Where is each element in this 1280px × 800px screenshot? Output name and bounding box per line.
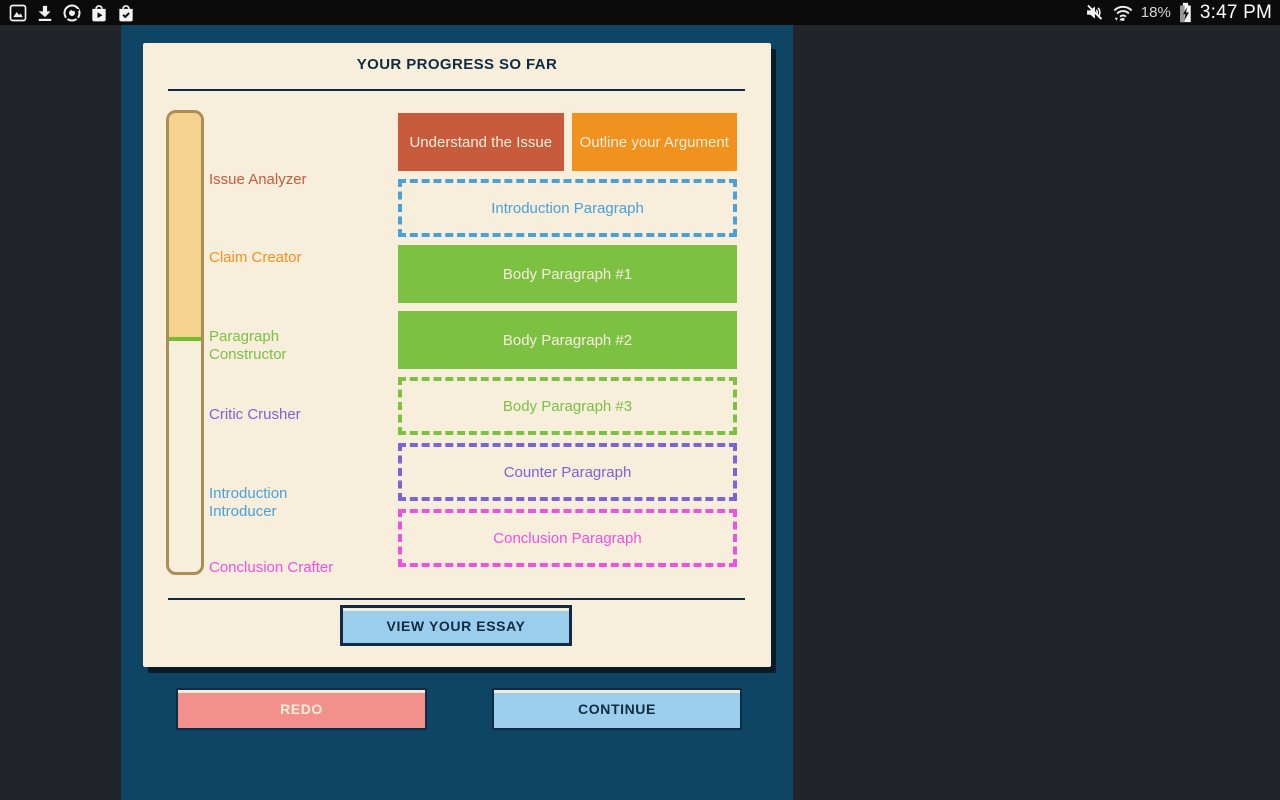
- milestone-label: Introduction Introducer: [209, 485, 288, 520]
- milestone-label: Conclusion Crafter: [209, 559, 334, 576]
- chrome-icon: [62, 3, 82, 23]
- essay-block: Understand the Issue: [398, 113, 564, 171]
- progress-marker: [169, 336, 201, 341]
- milestone-label: Issue Analyzer: [209, 171, 307, 188]
- battery-charging-icon: [1178, 2, 1193, 23]
- milestone-label: Critic Crusher: [209, 406, 301, 423]
- play-store-icon: [89, 3, 109, 23]
- continue-button[interactable]: CONTINUE: [492, 688, 742, 730]
- shop-check-icon: [116, 3, 136, 23]
- essay-block: Conclusion Paragraph: [398, 509, 737, 567]
- clock: 3:47 PM: [1199, 1, 1272, 23]
- progress-fill: [169, 113, 201, 337]
- battery-percent: 18%: [1140, 4, 1171, 21]
- volume-muted-icon: [1084, 2, 1105, 23]
- status-bar[interactable]: 18% 3:47 PM: [0, 0, 1280, 25]
- top-divider: [168, 89, 745, 91]
- wifi-icon: [1112, 2, 1134, 24]
- milestone-label: Claim Creator: [209, 249, 302, 266]
- view-essay-button[interactable]: VIEW YOUR ESSAY: [340, 605, 572, 646]
- redo-button[interactable]: REDO: [176, 688, 427, 730]
- essay-block: Body Paragraph #1: [398, 245, 737, 303]
- essay-block: Counter Paragraph: [398, 443, 737, 501]
- download-icon: [35, 3, 55, 23]
- essay-block: Body Paragraph #3: [398, 377, 737, 435]
- system-status-icons: 18% 3:47 PM: [1084, 2, 1272, 24]
- essay-block: Introduction Paragraph: [398, 179, 737, 237]
- gallery-icon: [8, 3, 28, 23]
- page-title: YOUR PROGRESS SO FAR: [356, 56, 558, 73]
- progress-bar: [166, 110, 204, 575]
- milestone-label: Paragraph Constructor: [209, 328, 287, 363]
- essay-block: Body Paragraph #2: [398, 311, 737, 369]
- notification-icons: [8, 3, 136, 23]
- essay-block: Outline your Argument: [571, 113, 737, 171]
- bottom-divider: [168, 598, 745, 600]
